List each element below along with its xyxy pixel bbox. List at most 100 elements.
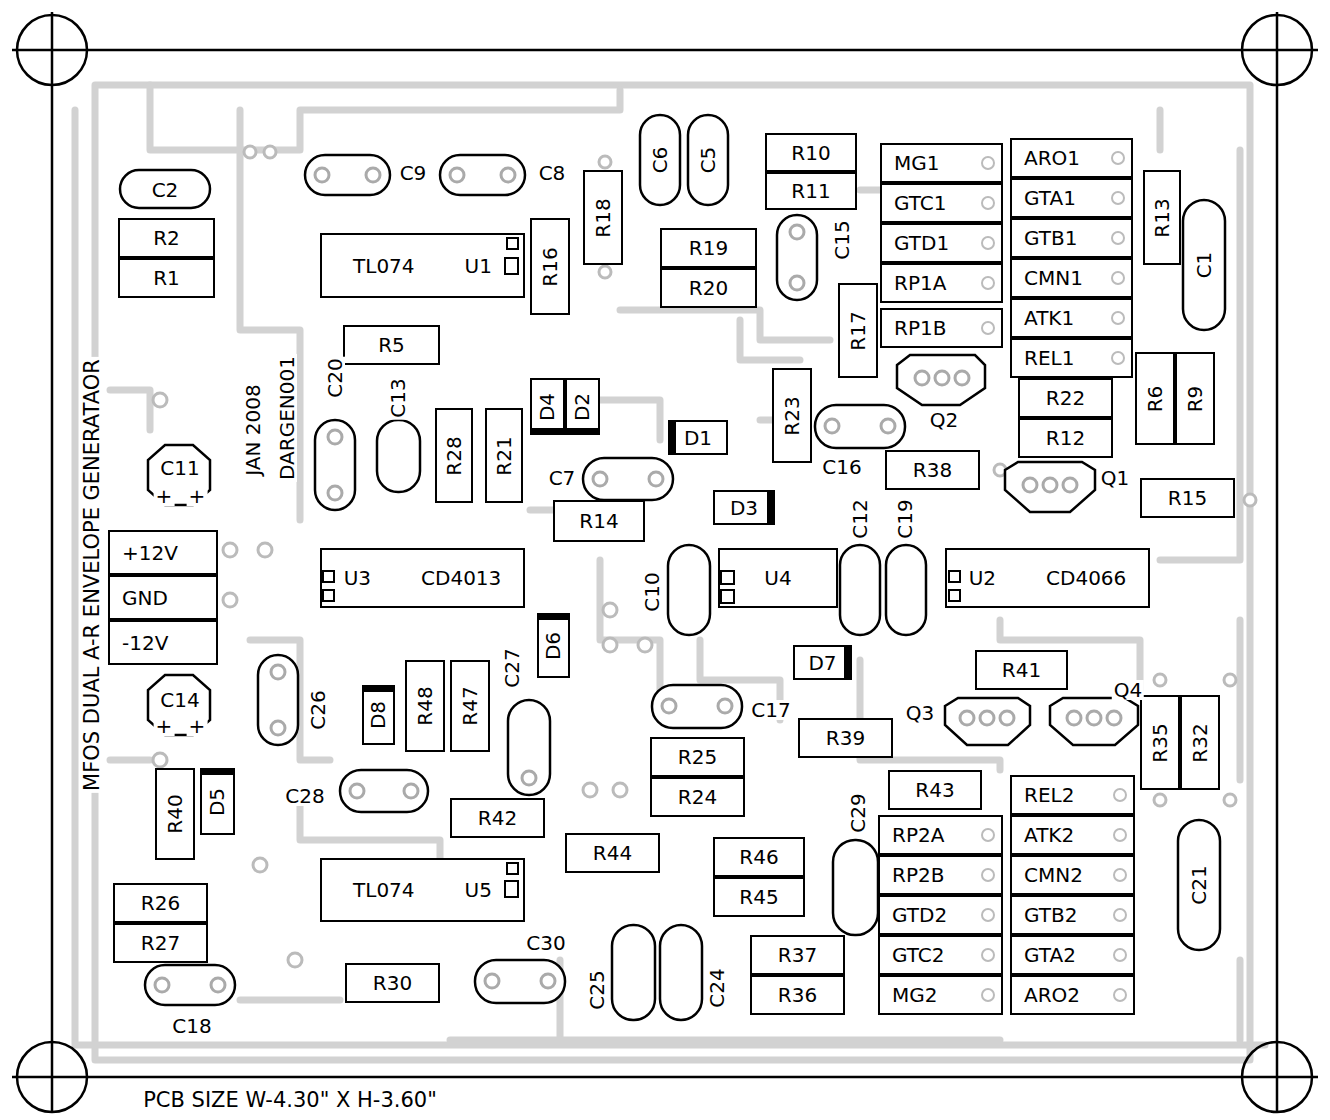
part-label: D2 bbox=[573, 392, 593, 420]
component-box: R1 bbox=[118, 258, 215, 298]
component-box: R35 bbox=[1140, 695, 1180, 790]
part-label: Q3 bbox=[904, 703, 936, 723]
part-label: R42 bbox=[478, 808, 517, 828]
part-label: GTA1 bbox=[1024, 188, 1076, 208]
part-label: R43 bbox=[915, 780, 954, 800]
connector-pad-box: RP2A bbox=[878, 815, 1003, 855]
component-box: R23 bbox=[772, 368, 812, 463]
copper-traces bbox=[75, 85, 1265, 1060]
connector-pad-box: ARO1 bbox=[1010, 138, 1133, 178]
part-label: C25 bbox=[587, 968, 607, 1011]
part-label: D3 bbox=[730, 498, 758, 518]
part-label: C18 bbox=[170, 1016, 213, 1036]
solder-pads bbox=[153, 146, 1256, 967]
component-box: R11 bbox=[765, 172, 857, 210]
part-label: C14 bbox=[158, 690, 201, 710]
component-box: R39 bbox=[798, 718, 893, 758]
part-label: MG2 bbox=[892, 985, 937, 1005]
component-box: R24 bbox=[650, 777, 745, 817]
connector-pad-box: ARO2 bbox=[1010, 975, 1135, 1015]
part-label: U4 bbox=[764, 568, 791, 588]
part-label: R17 bbox=[848, 311, 868, 350]
part-label: R18 bbox=[593, 198, 613, 237]
connector-pad-box: MG1 bbox=[880, 143, 1003, 183]
component-box: R43 bbox=[888, 770, 982, 810]
component-box: R13 bbox=[1143, 170, 1181, 265]
connector-pad-box: GTB1 bbox=[1010, 218, 1133, 258]
part-label: R21 bbox=[494, 436, 514, 475]
connector-pad-box: GTA2 bbox=[1010, 935, 1135, 975]
component-box: D4 bbox=[530, 378, 565, 435]
component-box: R17 bbox=[838, 283, 878, 378]
board-frame bbox=[12, 12, 1318, 1112]
part-label: R38 bbox=[913, 460, 952, 480]
connector-pad-box: REL2 bbox=[1010, 775, 1135, 815]
connector-pad-box: ATK1 bbox=[1010, 298, 1133, 338]
connector-pad-box: GTB2 bbox=[1010, 895, 1135, 935]
part-label: C2 bbox=[150, 180, 181, 200]
component-box: R5 bbox=[343, 325, 440, 365]
part-label: C26 bbox=[308, 688, 328, 731]
component-box: R44 bbox=[565, 833, 660, 873]
part-label: C17 bbox=[749, 700, 792, 720]
part-label: C30 bbox=[524, 933, 567, 953]
ic-outline: U4 bbox=[718, 548, 838, 608]
part-label: TL074 bbox=[353, 880, 415, 900]
part-label: R20 bbox=[689, 278, 728, 298]
part-label: -12V bbox=[122, 633, 168, 653]
part-label: R26 bbox=[141, 893, 180, 913]
part-label: C19 bbox=[895, 497, 915, 540]
part-label: R28 bbox=[444, 436, 464, 475]
part-label: R9 bbox=[1185, 385, 1205, 412]
part-label: U2 bbox=[969, 568, 996, 588]
component-box: R16 bbox=[530, 218, 570, 315]
part-label: C21 bbox=[1189, 863, 1209, 906]
part-label: C28 bbox=[283, 786, 326, 806]
part-label: Q1 bbox=[1099, 468, 1131, 488]
part-label: R41 bbox=[1002, 660, 1041, 680]
component-box: R42 bbox=[450, 798, 545, 838]
part-label: + bbox=[154, 716, 175, 736]
part-label: R25 bbox=[678, 747, 717, 767]
part-label: D1 bbox=[684, 428, 712, 448]
part-label: R11 bbox=[791, 181, 830, 201]
component-box: R45 bbox=[713, 877, 805, 917]
part-label: CD4013 bbox=[421, 568, 501, 588]
component-box: R9 bbox=[1175, 352, 1215, 445]
part-label: CD4066 bbox=[1046, 568, 1126, 588]
connector-pad-box: GTD2 bbox=[878, 895, 1003, 935]
part-label: C6 bbox=[650, 145, 670, 176]
part-label: + bbox=[187, 716, 208, 736]
part-label: GTA2 bbox=[1024, 945, 1076, 965]
part-label: D4 bbox=[538, 392, 558, 420]
part-label: R5 bbox=[378, 335, 405, 355]
component-box: R26 bbox=[113, 883, 208, 923]
connector-pad-box: ATK2 bbox=[1010, 815, 1135, 855]
part-label: GTC1 bbox=[894, 193, 947, 213]
part-label: C7 bbox=[547, 468, 578, 488]
component-box: R40 bbox=[155, 768, 195, 860]
component-box: R2 bbox=[118, 218, 215, 258]
part-label: C15 bbox=[832, 218, 852, 261]
part-label: DARGEN001 bbox=[277, 354, 297, 482]
part-label: D8 bbox=[369, 701, 389, 729]
part-label: CMN1 bbox=[1024, 268, 1083, 288]
part-label: RP1B bbox=[894, 318, 946, 338]
part-label: D5 bbox=[208, 787, 228, 815]
part-label: C16 bbox=[820, 457, 863, 477]
component-box: R38 bbox=[885, 450, 980, 490]
component-box: R20 bbox=[660, 268, 757, 308]
component-box: R21 bbox=[485, 408, 523, 503]
part-label: D6 bbox=[544, 631, 564, 659]
part-label: D7 bbox=[808, 653, 836, 673]
component-box: R10 bbox=[765, 133, 857, 172]
connector-pad-box: RP1A bbox=[880, 263, 1003, 303]
part-label: U5 bbox=[465, 880, 492, 900]
part-label: R36 bbox=[778, 985, 817, 1005]
component-box: R37 bbox=[750, 935, 845, 975]
part-label: CMN2 bbox=[1024, 865, 1083, 885]
part-label: C1 bbox=[1194, 250, 1214, 281]
component-box: R36 bbox=[750, 975, 845, 1015]
component-box: D2 bbox=[565, 378, 600, 435]
component-box: R18 bbox=[583, 170, 623, 265]
